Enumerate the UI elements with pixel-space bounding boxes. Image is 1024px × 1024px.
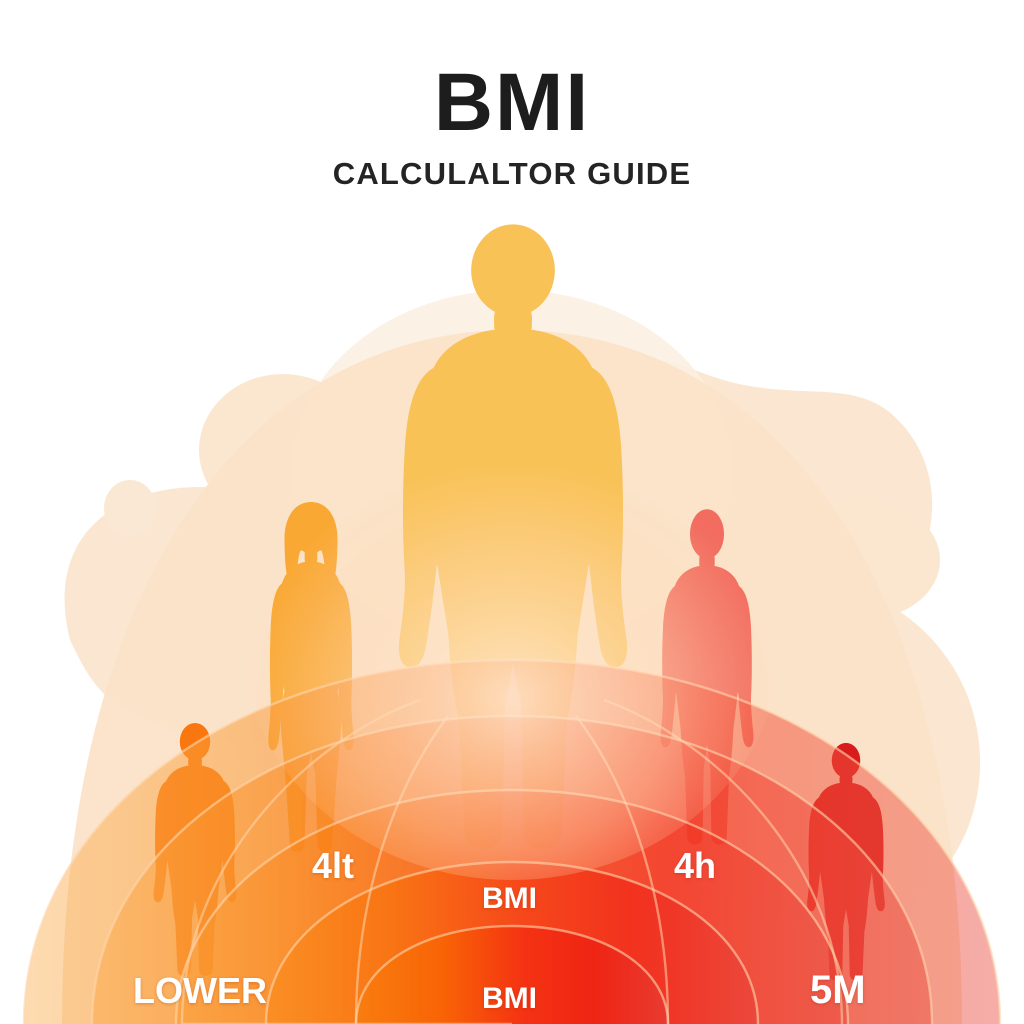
blob-dot-left	[104, 480, 156, 536]
band-dome-5	[356, 926, 668, 1024]
arc-line-5	[354, 924, 670, 1024]
center-halo	[242, 400, 782, 880]
